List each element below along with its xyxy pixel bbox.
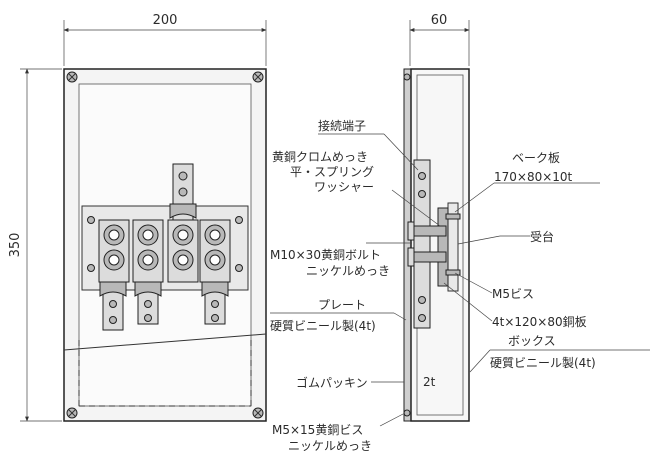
label-screw-line2: ニッケルめっき <box>288 439 372 453</box>
corner-screw-icon <box>252 71 264 83</box>
terminal-column <box>199 219 231 283</box>
label-plate-line1: プレート <box>318 298 366 312</box>
bottom-terminal <box>99 281 127 331</box>
label-screw-line1: M5×15黄銅ビス <box>272 423 363 437</box>
label-plate-line2: 硬質ビニール製(4t) <box>270 318 376 333</box>
bottom-terminal <box>134 281 162 325</box>
top-terminal <box>169 163 197 223</box>
label-bolt-line1: M10×30黄銅ボルト <box>270 248 381 262</box>
width-value: 200 <box>153 13 178 28</box>
terminal-column <box>98 219 130 283</box>
label-washer-line1: 黄銅クロムめっき <box>272 150 368 164</box>
label-washer-line3: ワッシャー <box>314 180 374 194</box>
front-view <box>63 68 267 422</box>
corner-screw-icon <box>66 407 78 419</box>
corner-screw-icon <box>66 71 78 83</box>
label-gasket: ゴムパッキン <box>296 375 368 390</box>
label-copper-plate: 4t×120×80銅板 <box>492 315 587 329</box>
leader-lines <box>270 133 650 427</box>
label-bolt-line2: ニッケルめっき <box>306 264 390 278</box>
side-view <box>403 68 470 422</box>
dimension-height: 350 <box>8 68 62 422</box>
label-box-line2: 硬質ビニール製(4t) <box>490 355 596 370</box>
dimension-depth: 60 <box>409 13 470 66</box>
terminal-column <box>132 219 164 283</box>
label-m5-screw: M5ビス <box>492 287 534 301</box>
bottom-terminal <box>201 281 229 325</box>
label-washer-line2: 平・スプリング <box>290 165 374 179</box>
label-thickness: 2t <box>423 375 436 389</box>
depth-value: 60 <box>431 13 448 28</box>
terminal-column <box>167 219 199 283</box>
label-box-line1: ボックス <box>508 334 556 348</box>
height-value: 350 <box>8 233 23 258</box>
label-bake-plate-line2: 170×80×10t <box>494 170 573 184</box>
corner-screw-icon <box>252 407 264 419</box>
label-connection-terminal: 接続端子 <box>318 118 366 133</box>
dimension-width: 200 <box>63 13 267 66</box>
label-bake-plate-line1: ベーク板 <box>512 151 560 165</box>
label-receiver: 受台 <box>530 229 554 244</box>
